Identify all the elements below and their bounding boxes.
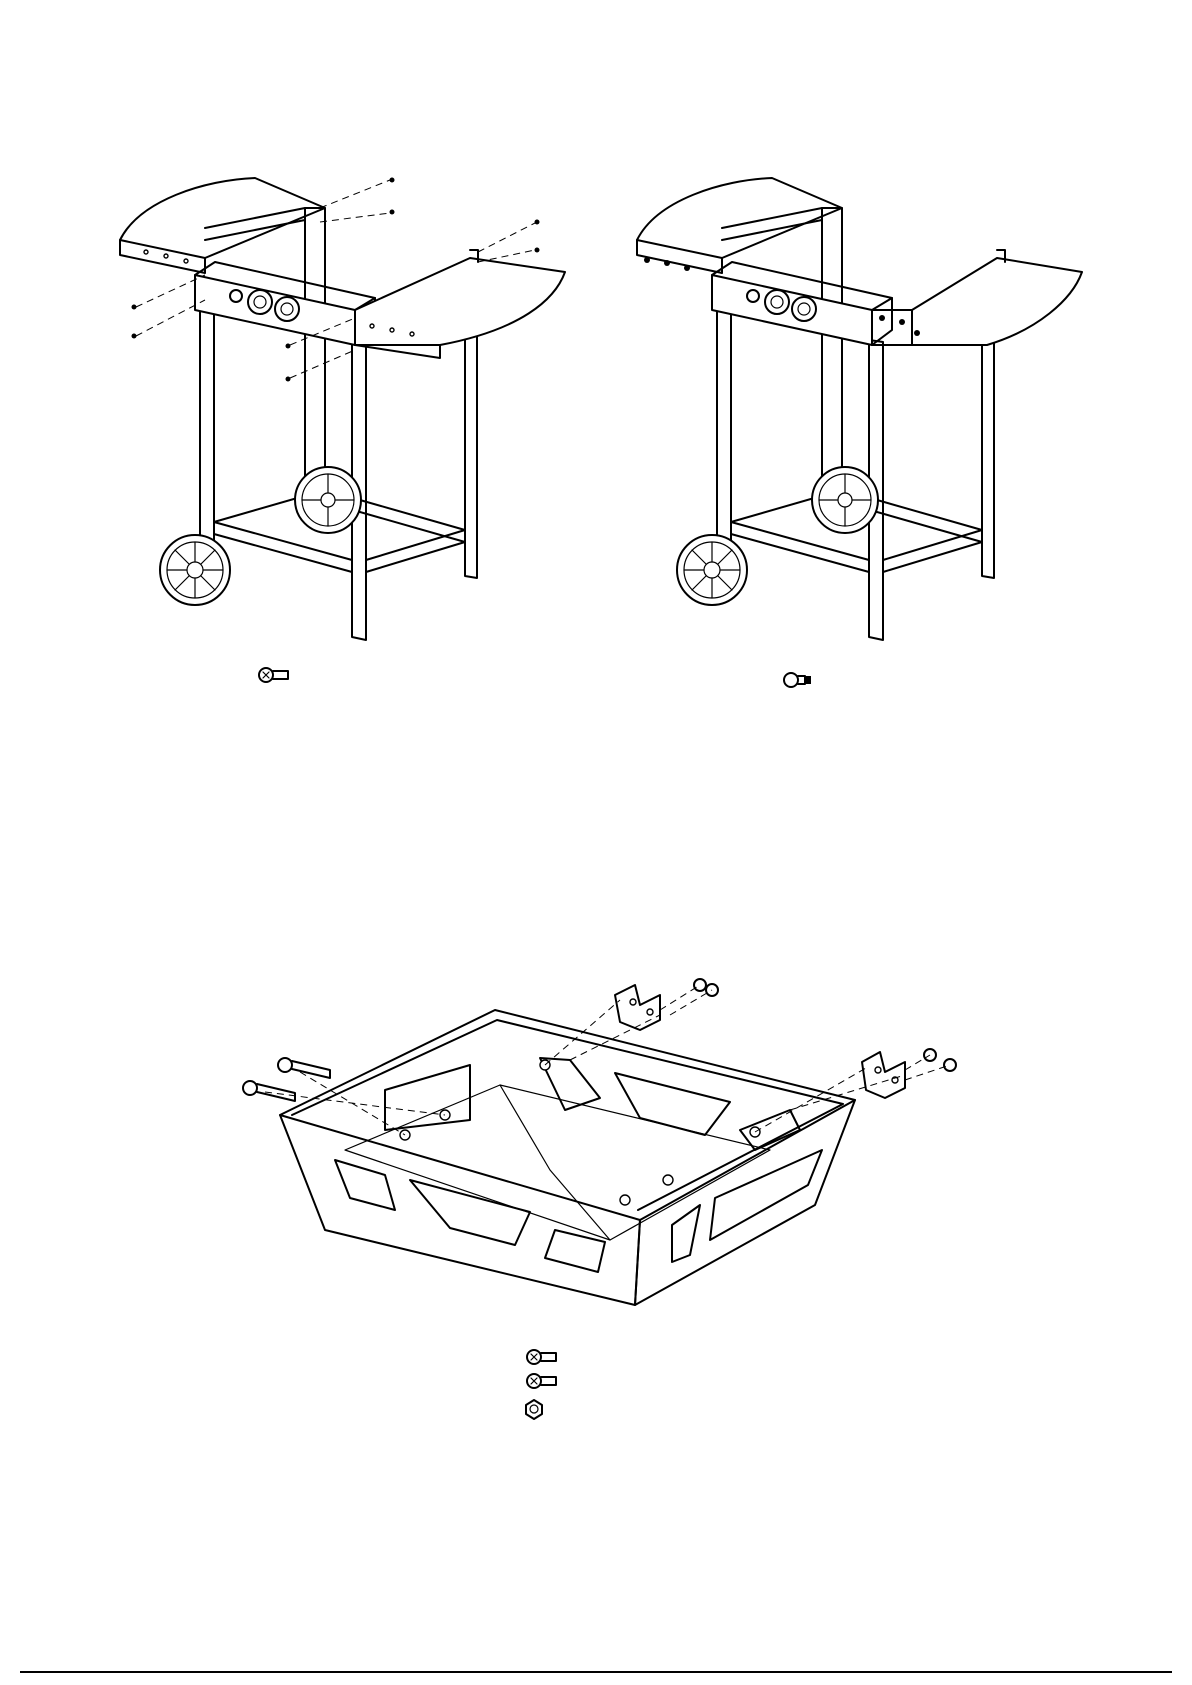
control-knob-icon <box>765 290 789 314</box>
control-knob-icon <box>248 290 272 314</box>
wheel-icon <box>160 535 230 605</box>
screw-icon <box>259 668 288 682</box>
control-knob-icon <box>275 297 299 321</box>
control-panel <box>195 262 375 345</box>
vent-cutout <box>545 1230 605 1272</box>
bracket-screw-icon <box>694 979 956 1071</box>
right-side-shelf <box>355 250 565 358</box>
nut-icon <box>526 1400 542 1419</box>
wheel-icon <box>295 467 361 533</box>
bracket-icon <box>615 985 660 1030</box>
bolt-icon <box>784 673 811 687</box>
control-panel <box>712 262 892 345</box>
wheel-icon <box>812 467 878 533</box>
bracket-icon <box>862 1052 905 1098</box>
vent-cutout <box>672 1205 700 1262</box>
vent-cutout <box>335 1160 395 1210</box>
wheel-icon <box>677 535 747 605</box>
control-knob-icon <box>792 297 816 321</box>
firebox-exploded-view <box>243 979 956 1419</box>
firebox <box>280 1010 855 1305</box>
cart-assembled-view <box>637 178 1082 687</box>
long-screw-icon <box>527 1350 556 1364</box>
right-side-shelf <box>872 250 1082 345</box>
cart-exploded-view <box>120 178 565 683</box>
cart-frame <box>717 208 994 640</box>
vent-cutout <box>410 1180 530 1245</box>
long-bolt-icon <box>243 1058 330 1101</box>
short-screw-icon <box>527 1374 556 1388</box>
